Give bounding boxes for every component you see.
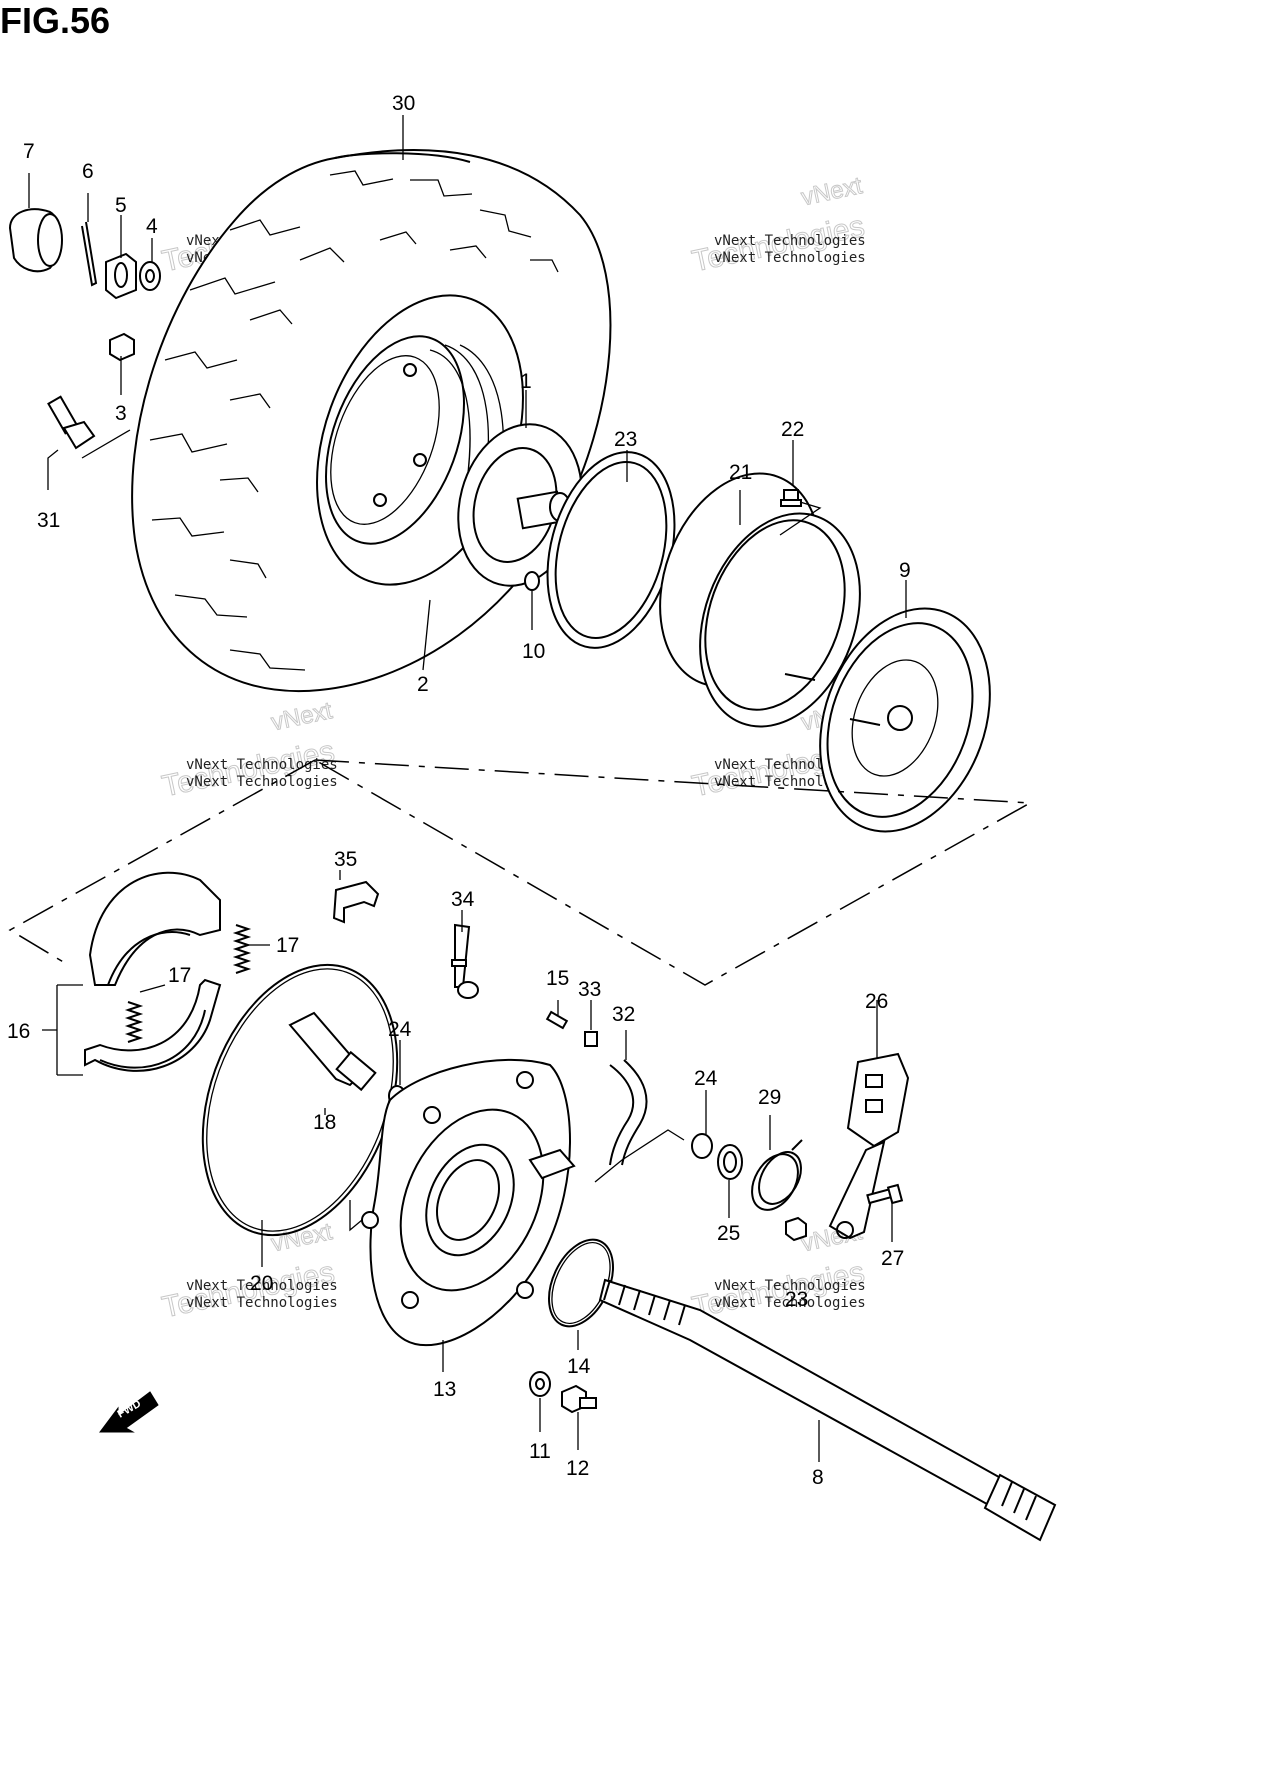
leader-lines (28, 115, 907, 1462)
valve-stem-31 (47, 395, 96, 450)
callout-9: 9 (899, 559, 911, 582)
callout-24b: 24 (694, 1067, 718, 1090)
callout-34: 34 (451, 888, 475, 911)
callout-31: 31 (37, 509, 60, 532)
svg-text:vNext: vNext (269, 697, 335, 736)
drum-cover-21 (659, 472, 861, 728)
callout-23: 23 (614, 428, 637, 451)
callout-6: 6 (82, 160, 94, 183)
callout-17b: 17 (168, 964, 191, 987)
watermark-text: vNext Technologies (186, 774, 338, 790)
callout-20: 20 (250, 1272, 273, 1295)
watermark-text: vNext Technologies (714, 233, 866, 249)
callout-2: 2 (417, 673, 429, 696)
brake-cam-18 (288, 1011, 377, 1092)
callout-11: 11 (529, 1440, 551, 1463)
brake-arm-26 (828, 1052, 910, 1240)
tire-30 (131, 149, 612, 693)
callout-18: 18 (313, 1111, 336, 1134)
watermark-text: vNext Technologies (714, 1278, 866, 1294)
callout-10: 10 (522, 640, 545, 663)
part-callouts: 30 7 6 5 4 3 31 1 2 10 23 21 22 9 35 34 … (7, 92, 911, 1489)
callout-21: 21 (729, 461, 752, 484)
watermark-text: vNext Technologies (714, 1295, 866, 1311)
callout-15: 15 (546, 967, 569, 990)
callout-32: 32 (612, 1003, 635, 1026)
seal-25 (717, 1144, 743, 1180)
assembly-line (314, 759, 1033, 986)
bolt-22 (780, 489, 802, 507)
callout-14: 14 (567, 1355, 591, 1378)
callout-26: 26 (865, 990, 888, 1013)
bolt-12 (561, 1384, 597, 1414)
watermark-text: vNext Technologies (186, 757, 338, 773)
callout-5: 5 (115, 194, 127, 217)
hose-32 (609, 1059, 648, 1166)
callout-30: 30 (392, 92, 415, 115)
brake-panel-13 (361, 1058, 576, 1347)
callout-8: 8 (812, 1466, 824, 1489)
callout-13: 13 (433, 1378, 456, 1401)
callout-3: 3 (115, 402, 127, 425)
washer-4 (139, 261, 161, 291)
assembly-line (8, 759, 316, 964)
callout-23b: 23 (785, 1288, 808, 1311)
cotter-pin-6 (81, 221, 98, 287)
pin-15 (545, 1010, 569, 1030)
nut-3 (109, 332, 135, 362)
callout-4: 4 (146, 215, 158, 238)
callout-12: 12 (566, 1457, 589, 1480)
washer-11 (529, 1371, 551, 1397)
callout-35: 35 (334, 848, 357, 871)
castle-nut-5 (105, 252, 137, 300)
callout-7: 7 (23, 140, 35, 163)
nipple-33 (584, 1031, 598, 1047)
callout-27: 27 (881, 1247, 904, 1270)
watermark-text: vNext Technologies (714, 250, 866, 266)
axle-shaft-8 (598, 1278, 1057, 1542)
clip-35 (332, 880, 380, 924)
cap-7 (8, 208, 63, 273)
nut-23 (785, 1216, 807, 1242)
spring-17 (124, 1001, 144, 1043)
return-spring-29 (751, 1139, 803, 1211)
callout-29: 29 (758, 1086, 781, 1109)
o-ring-10 (524, 571, 540, 591)
callout-17: 17 (276, 934, 299, 957)
cam-lever-34 (451, 923, 479, 999)
watermark-text: vNext Technologies (186, 1278, 338, 1294)
o-ring-24 (691, 1133, 713, 1159)
brake-shoes-16 (84, 871, 222, 1072)
spring-17 (232, 924, 252, 974)
callout-1: 1 (520, 370, 532, 393)
svg-text:vNext: vNext (799, 172, 865, 211)
callout-22: 22 (781, 418, 804, 441)
callout-24: 24 (388, 1018, 412, 1041)
bolt-27 (866, 1183, 904, 1205)
figure-title: FIG.56 (0, 0, 111, 41)
callout-25: 25 (717, 1222, 740, 1245)
callout-16: 16 (7, 1020, 30, 1043)
callout-33: 33 (578, 978, 601, 1001)
watermark-text: vNext Technologies (186, 1295, 338, 1311)
forward-direction-arrow: FWD (99, 1391, 159, 1433)
brake-drum-9 (784, 607, 991, 833)
